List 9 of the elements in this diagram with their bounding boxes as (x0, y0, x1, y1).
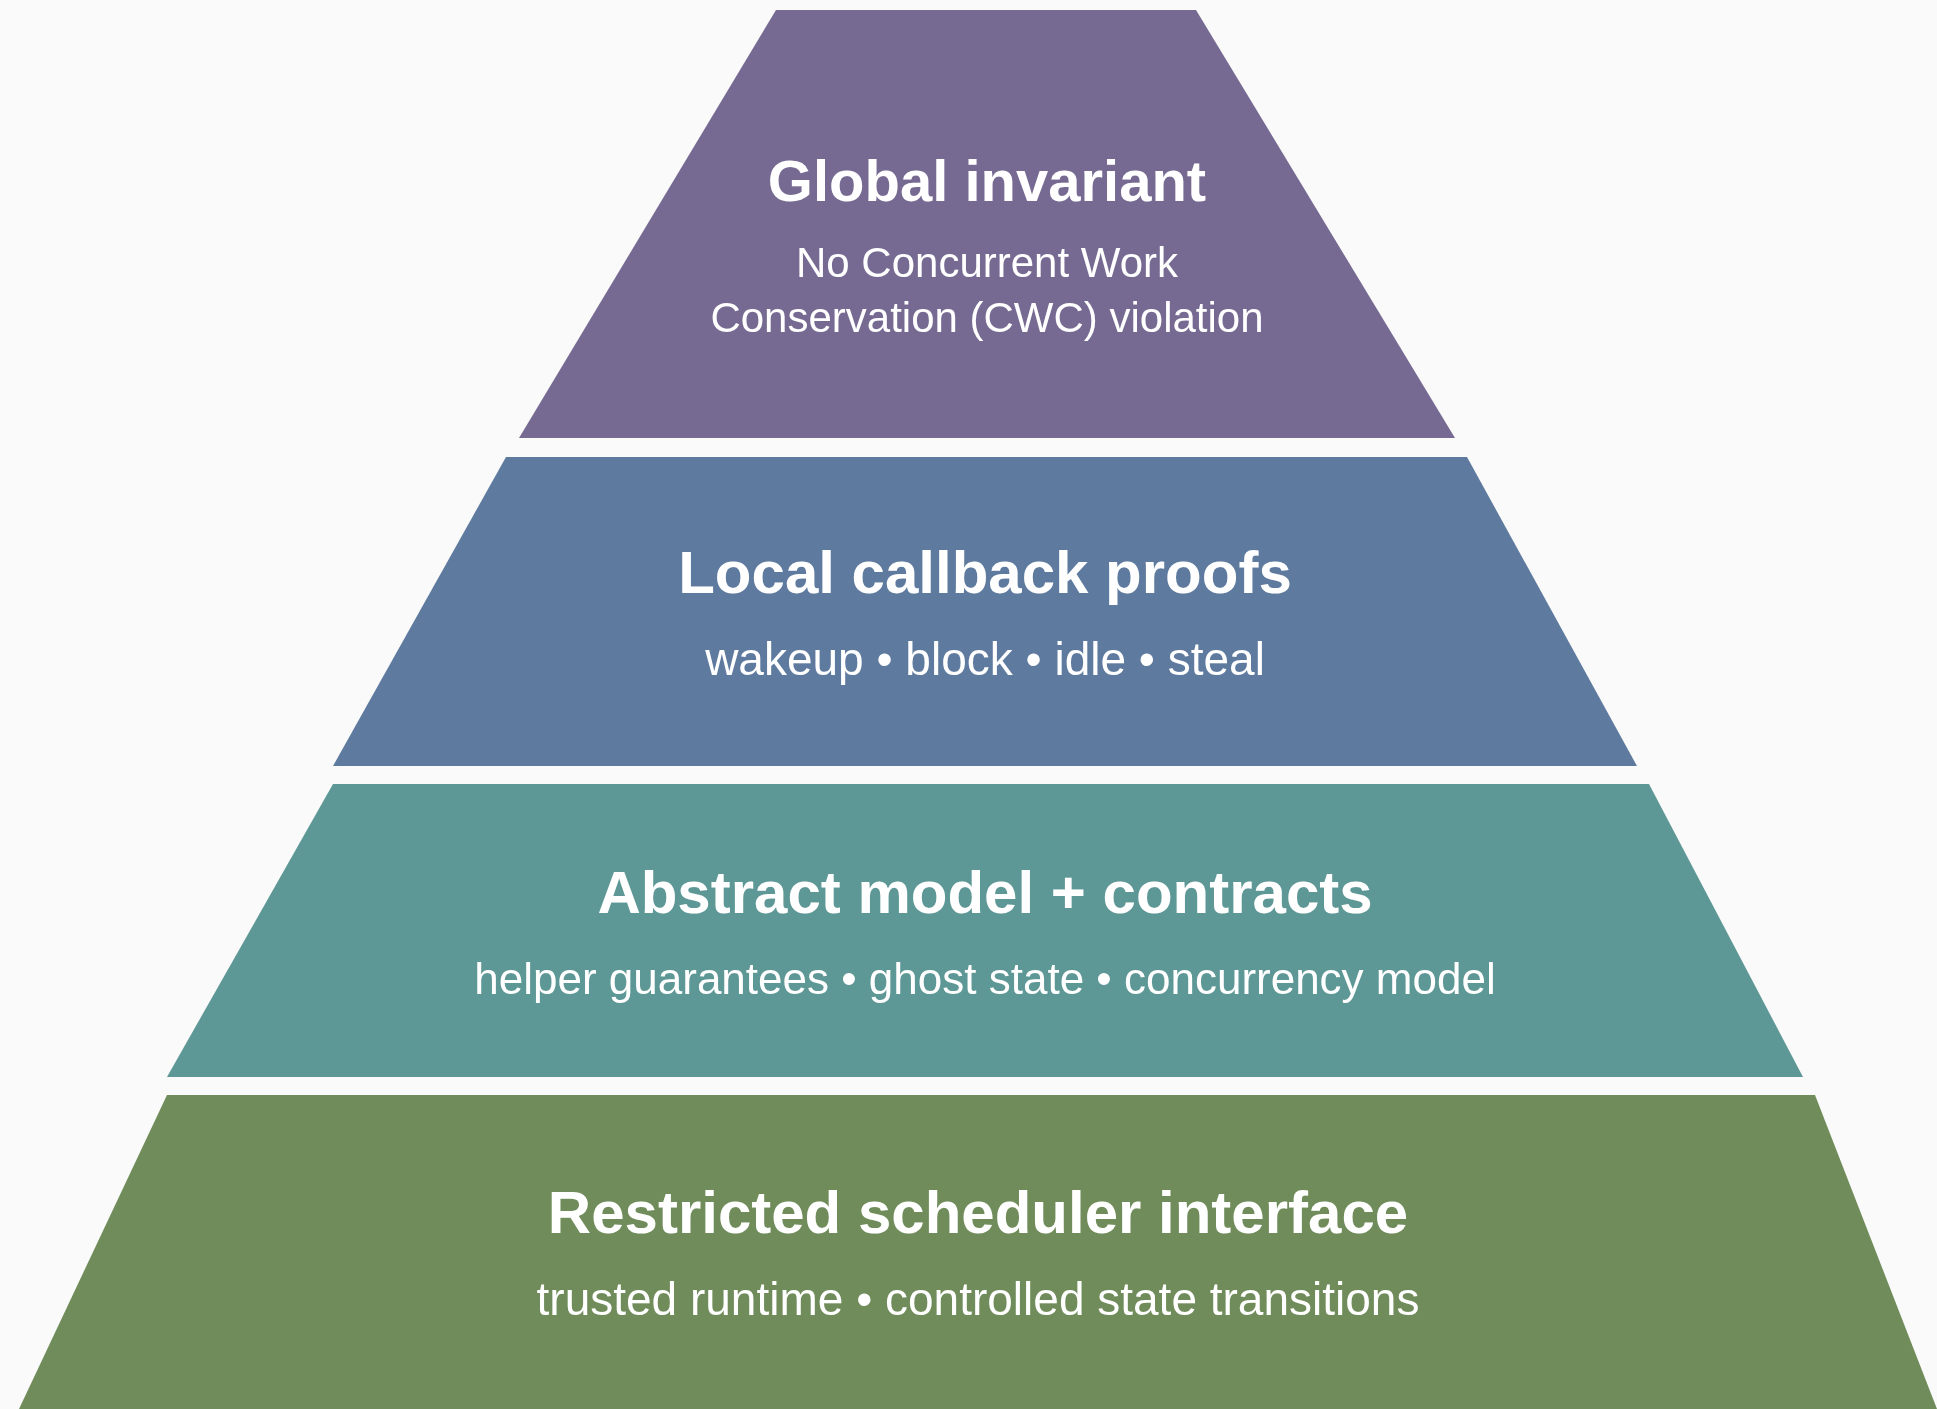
tier-description: wakeup • block • idle • steal (705, 631, 1265, 687)
tier-heading: Global invariant (767, 146, 1207, 215)
tier-heading: Restricted scheduler interface (547, 1178, 1409, 1249)
tier-description: trusted runtime • controlled state transitions (536, 1272, 1420, 1328)
pyramid-tier (19, 1095, 1937, 1409)
tier-heading: Abstract model + contracts (597, 857, 1373, 928)
tier-description: helper guarantees • ghost state • concurrency model (474, 952, 1496, 1005)
tier-description: No Concurrent Work Conservation (CWC) violation (709, 238, 1265, 343)
tier-heading: Local callback proofs (678, 537, 1292, 608)
